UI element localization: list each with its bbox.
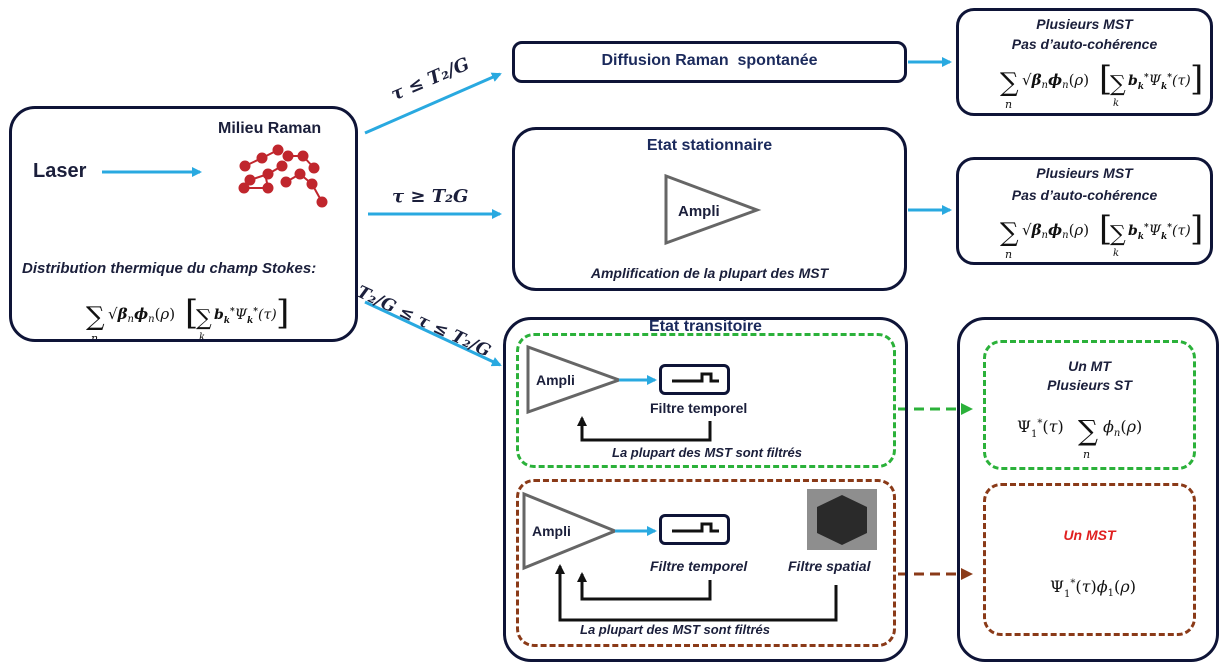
spontaneous-title: Diffusion Raman spontanée bbox=[601, 52, 818, 69]
spatial-filter-label: Filtre spatial bbox=[788, 558, 871, 574]
svg-text:]: ] bbox=[1190, 209, 1203, 249]
brown-temporal-filter bbox=[659, 514, 730, 545]
result-one-mst: Un MST bbox=[1063, 527, 1116, 543]
svg-text:k: k bbox=[1113, 248, 1119, 259]
green-feedback-path bbox=[577, 416, 712, 442]
svg-text:k: k bbox=[199, 332, 205, 343]
condition-middle: τ ≥ T₂G bbox=[392, 186, 469, 207]
green-ampli-triangle bbox=[526, 344, 624, 415]
svg-text:∑: ∑ bbox=[196, 306, 212, 331]
green-ampli-label: Ampli bbox=[536, 372, 575, 388]
spontaneous-box bbox=[512, 41, 907, 83]
svg-text:k: k bbox=[1113, 98, 1119, 109]
stationary-box bbox=[512, 127, 907, 291]
distribution-label: Distribution thermique du champ Stokes: bbox=[22, 260, 317, 277]
svg-text:∑: ∑ bbox=[1000, 218, 1019, 248]
medium-label: Milieu Raman bbox=[218, 120, 322, 137]
brown-ampli-label: Ampli bbox=[532, 523, 571, 539]
brown-temporal-filter-label: Filtre temporel bbox=[650, 558, 748, 574]
result-one-mt: Un MT bbox=[1068, 358, 1111, 374]
raman-molecules-icon bbox=[238, 144, 328, 208]
formula-result-2: ∑n √βnϕn(ρ) [ ∑k bk*Ψk*(τ) ] bbox=[1000, 209, 1203, 261]
green-temporal-filter-label: Filtre temporel bbox=[650, 400, 748, 416]
brown-ampli-triangle bbox=[522, 491, 619, 571]
result-1-line-2: Pas d’auto-cohérence bbox=[1011, 36, 1158, 52]
stationary-title: Etat stationnaire bbox=[646, 137, 773, 154]
svg-text:]: ] bbox=[276, 293, 289, 333]
svg-text:bk*Ψk*(τ): bk*Ψk*(τ) bbox=[1128, 223, 1191, 242]
result-spatial-loop bbox=[983, 483, 1196, 636]
svg-text:n: n bbox=[1083, 448, 1090, 461]
svg-text:√βnϕn(ρ): √βnϕn(ρ) bbox=[1022, 71, 1089, 91]
arrow-to-transient bbox=[364, 300, 502, 367]
svg-text:[: [ bbox=[185, 293, 198, 333]
brown-filtered-caption: La plupart des MST sont filtrés bbox=[580, 622, 770, 637]
svg-text:√βnϕn(ρ): √βnϕn(ρ) bbox=[1022, 221, 1089, 241]
svg-text:ϕn(ρ): ϕn(ρ) bbox=[1103, 417, 1142, 439]
spatial-filter-loop bbox=[516, 479, 896, 647]
svg-text:[: [ bbox=[1099, 59, 1112, 99]
result-2-line-1: Plusieurs MST bbox=[1036, 165, 1133, 181]
source-box bbox=[9, 106, 358, 342]
result-box-spontaneous bbox=[956, 8, 1213, 116]
stationary-ampli-label: Ampli bbox=[678, 203, 720, 220]
svg-text:bk*Ψk*(τ): bk*Ψk*(τ) bbox=[1128, 73, 1191, 92]
result-box-stationary bbox=[956, 157, 1213, 265]
svg-text:n: n bbox=[1005, 248, 1012, 261]
svg-text:[: [ bbox=[1099, 209, 1112, 249]
brown-feedback-inner bbox=[577, 572, 712, 601]
result-multi-st: Plusieurs ST bbox=[1047, 377, 1132, 393]
svg-text:bk*Ψk*(τ): bk*Ψk*(τ) bbox=[214, 307, 277, 326]
result-2-line-2: Pas d’auto-cohérence bbox=[1011, 187, 1158, 203]
svg-text:∑: ∑ bbox=[1110, 222, 1126, 247]
laser-label: Laser bbox=[33, 160, 87, 182]
brown-feedback-outer bbox=[555, 564, 838, 622]
svg-text:Ψ1*(τ): Ψ1*(τ) bbox=[1017, 417, 1064, 440]
svg-text:∑: ∑ bbox=[86, 302, 105, 332]
svg-text:√βnϕn(ρ): √βnϕn(ρ) bbox=[108, 305, 175, 325]
result-temporal-loop bbox=[983, 340, 1196, 470]
svg-text:n: n bbox=[1005, 98, 1012, 111]
stationary-ampli-triangle bbox=[664, 173, 762, 246]
transient-title: Etat transitoire bbox=[649, 318, 762, 335]
stationary-caption: Amplification de la plupart des MST bbox=[590, 265, 829, 281]
svg-text:]: ] bbox=[1190, 59, 1203, 99]
transient-box bbox=[503, 317, 908, 662]
temporal-filter-loop bbox=[516, 333, 896, 468]
result-box-transient bbox=[957, 317, 1219, 662]
formula-one-mt: Ψ1*(τ) ∑n ϕn(ρ) bbox=[1017, 414, 1142, 461]
green-filtered-caption: La plupart des MST sont filtrés bbox=[612, 445, 802, 460]
green-temporal-filter bbox=[659, 364, 730, 395]
result-1-line-1: Plusieurs MST bbox=[1036, 16, 1133, 32]
svg-text:∑: ∑ bbox=[1110, 72, 1126, 97]
svg-text:∑: ∑ bbox=[1078, 414, 1098, 447]
svg-text:∑: ∑ bbox=[1000, 68, 1019, 98]
arrow-to-spontaneous bbox=[364, 72, 502, 135]
svg-text:n: n bbox=[91, 332, 98, 345]
formula-source: ∑n √βnϕn(ρ) [ ∑k bk*Ψk*(τ) ] bbox=[86, 293, 289, 345]
formula-result-1: ∑n √βnϕn(ρ) [ ∑k bk*Ψk*(τ) ] bbox=[1000, 59, 1203, 111]
